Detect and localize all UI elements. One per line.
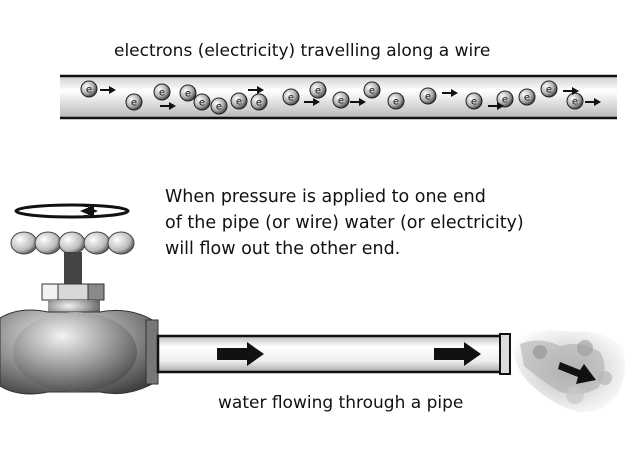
electron (153, 83, 171, 101)
explanation-line: will flow out the other end. (165, 239, 401, 259)
electron-label: e (546, 85, 552, 96)
valve-nut (41, 283, 105, 301)
wire-caption: electrons (electricity) travelling along… (114, 41, 491, 61)
valve-body (0, 300, 159, 395)
valve-handle-icon[interactable] (10, 203, 135, 301)
electron (518, 88, 536, 106)
electron-label: e (315, 86, 321, 97)
electron-label: e (288, 93, 294, 104)
rotation-arrow-icon (14, 203, 130, 219)
electron (179, 84, 197, 102)
electron-arrow-icon (488, 102, 504, 110)
electron (282, 88, 300, 106)
electron (250, 93, 268, 111)
electron-label: e (256, 98, 262, 109)
electron-label: e (236, 97, 242, 108)
electron-arrow-icon (160, 102, 176, 110)
electron-label: e (393, 97, 399, 108)
electron-label: e (216, 102, 222, 113)
valve-knobs (10, 231, 135, 255)
electron-label: e (159, 88, 165, 99)
electron (363, 81, 381, 99)
electron (332, 91, 350, 109)
explanation-text: When pressure is applied to one end of t… (165, 184, 524, 262)
pipe-caption: water flowing through a pipe (218, 393, 464, 413)
electron-arrow-icon (563, 87, 579, 95)
explanation-line: When pressure is applied to one end (165, 187, 486, 207)
electron-arrow-icon (304, 98, 320, 106)
electron-label: e (524, 93, 530, 104)
valve-stem (64, 252, 82, 284)
electron (309, 81, 327, 99)
electron-label: e (572, 97, 578, 108)
electron-label: e (199, 98, 205, 109)
electron-label: e (471, 97, 477, 108)
electron (210, 97, 228, 115)
electron (419, 87, 437, 105)
electron (465, 92, 483, 110)
electron-label: e (502, 95, 508, 106)
water-pipe (156, 333, 511, 375)
electron (387, 92, 405, 110)
electron-arrow-icon (100, 86, 116, 94)
electron-label: e (425, 92, 431, 103)
water-spray-icon (512, 330, 625, 413)
electron (193, 93, 211, 111)
electron (125, 93, 143, 111)
electron (230, 92, 248, 110)
electron-label: e (131, 98, 137, 109)
electron-label: e (369, 86, 375, 97)
electron (80, 80, 98, 98)
electron (540, 80, 558, 98)
electron-label: e (338, 96, 344, 107)
electron-arrow-icon (442, 89, 458, 97)
explanation-line: of the pipe (or wire) water (or electric… (165, 213, 524, 233)
electron-label: e (185, 89, 191, 100)
flow-arrow-icon (434, 342, 481, 366)
electron-arrow-icon (350, 98, 366, 106)
electron-arrow-icon (248, 86, 264, 94)
flow-arrow-icon (217, 342, 264, 366)
electron-label: e (86, 85, 92, 96)
electron-arrow-icon (585, 98, 601, 106)
electron (496, 90, 514, 108)
